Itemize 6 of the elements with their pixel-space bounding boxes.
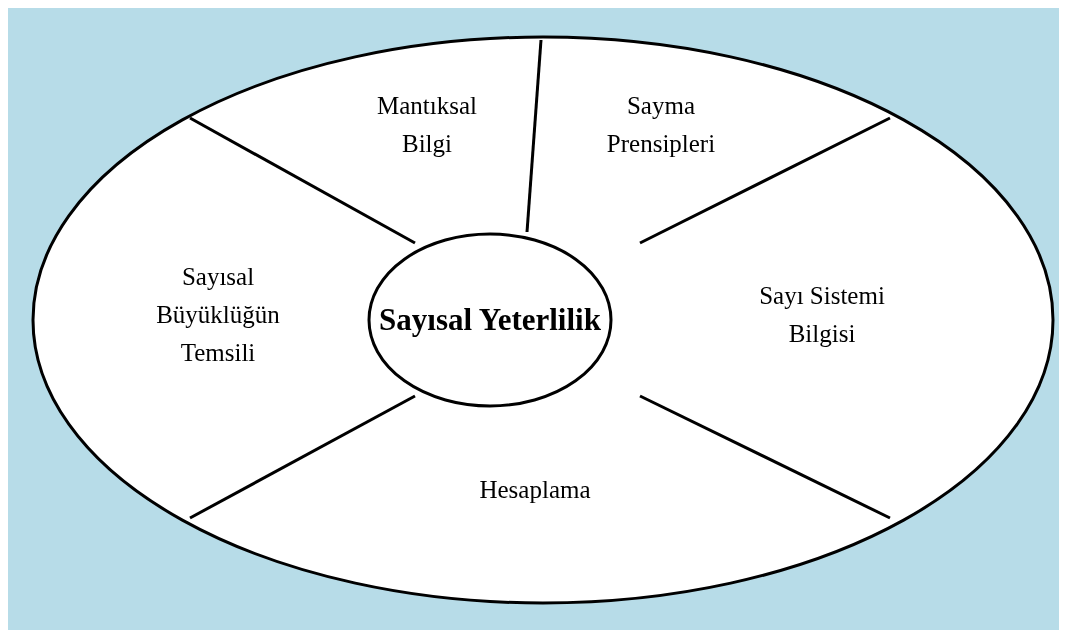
sector-label: Sayı Sistemi Bilgisi [758, 281, 886, 349]
sector-label: Sayısal Büyüklüğün Temsili [155, 262, 281, 368]
center-label: Sayısal Yeterlilik [379, 301, 601, 339]
sector-label: Hesaplama [479, 475, 591, 505]
sector-label: Mantıksal Bilgi [376, 91, 478, 159]
sector-label: Sayma Prensipleri [605, 91, 717, 159]
